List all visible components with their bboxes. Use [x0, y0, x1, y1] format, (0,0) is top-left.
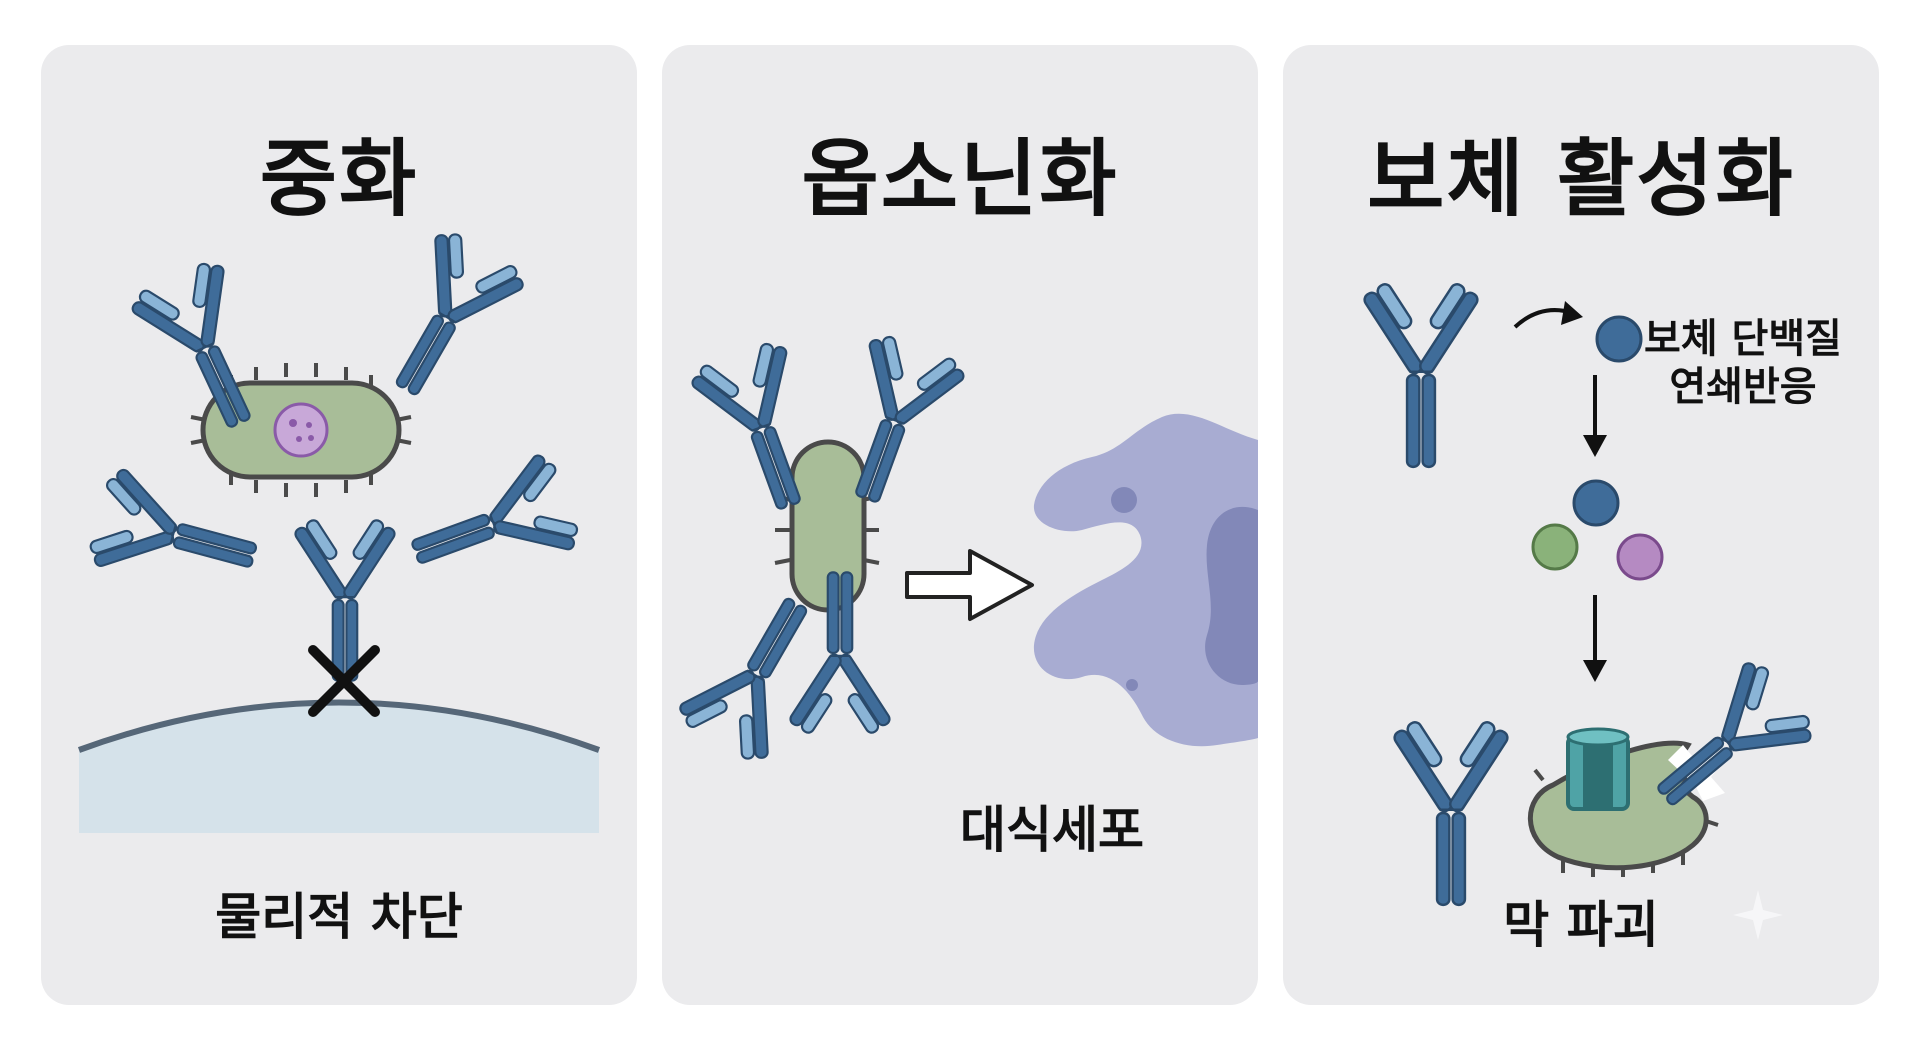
macrophage-label: 대식세포: [960, 801, 1144, 859]
cascade-line-1: 보체 단백질: [1644, 316, 1842, 362]
neutralization-panel: 중화 물리적 차단: [41, 45, 637, 1005]
arrow-right-icon: [905, 549, 1034, 621]
complement-protein-4: [1616, 533, 1664, 581]
macrophage: [1033, 413, 1258, 747]
sparkle-icon: [1733, 890, 1783, 940]
antibody-2: [359, 222, 533, 417]
antibody-initiator: [1360, 280, 1482, 469]
complement-illustration: [1360, 280, 1824, 940]
panel-title-opsonization: 옵소닌화: [801, 130, 1119, 228]
bacterium: [774, 439, 880, 613]
complement-protein-3: [1531, 523, 1579, 571]
virus-particle: [190, 363, 412, 497]
antibody-4: [396, 447, 587, 603]
opsonization-panel: 옵소닌화 대식세포: [662, 45, 1258, 1005]
complement-protein-1: [1595, 315, 1643, 363]
membrane-attack-complex: [1566, 727, 1630, 811]
panel-caption-membrane-lysis: 막 파괴: [1503, 896, 1659, 954]
antibody-5: [292, 517, 398, 682]
panel-caption-physical-block: 물리적 차단: [215, 888, 463, 946]
complement-cascade-label: 보체 단백질 연쇄반응: [1623, 315, 1863, 411]
cascade-line-2: 연쇄반응: [1669, 364, 1817, 410]
complement-activation-panel: 보체 활성화 보체 단백: [1283, 45, 1879, 1005]
opsonization-illustration: [670, 327, 1258, 771]
antibody-bound-1: [1390, 718, 1512, 907]
panel-title-complement-activation: 보체 활성화: [1367, 130, 1795, 228]
complement-protein-2: [1572, 479, 1620, 527]
antibody-3: [82, 462, 269, 607]
block-x-icon: [308, 645, 380, 717]
panel-title-neutralization: 중화: [259, 130, 419, 228]
host-cell-surface: [79, 702, 599, 833]
neutralization-illustration: [77, 222, 601, 833]
